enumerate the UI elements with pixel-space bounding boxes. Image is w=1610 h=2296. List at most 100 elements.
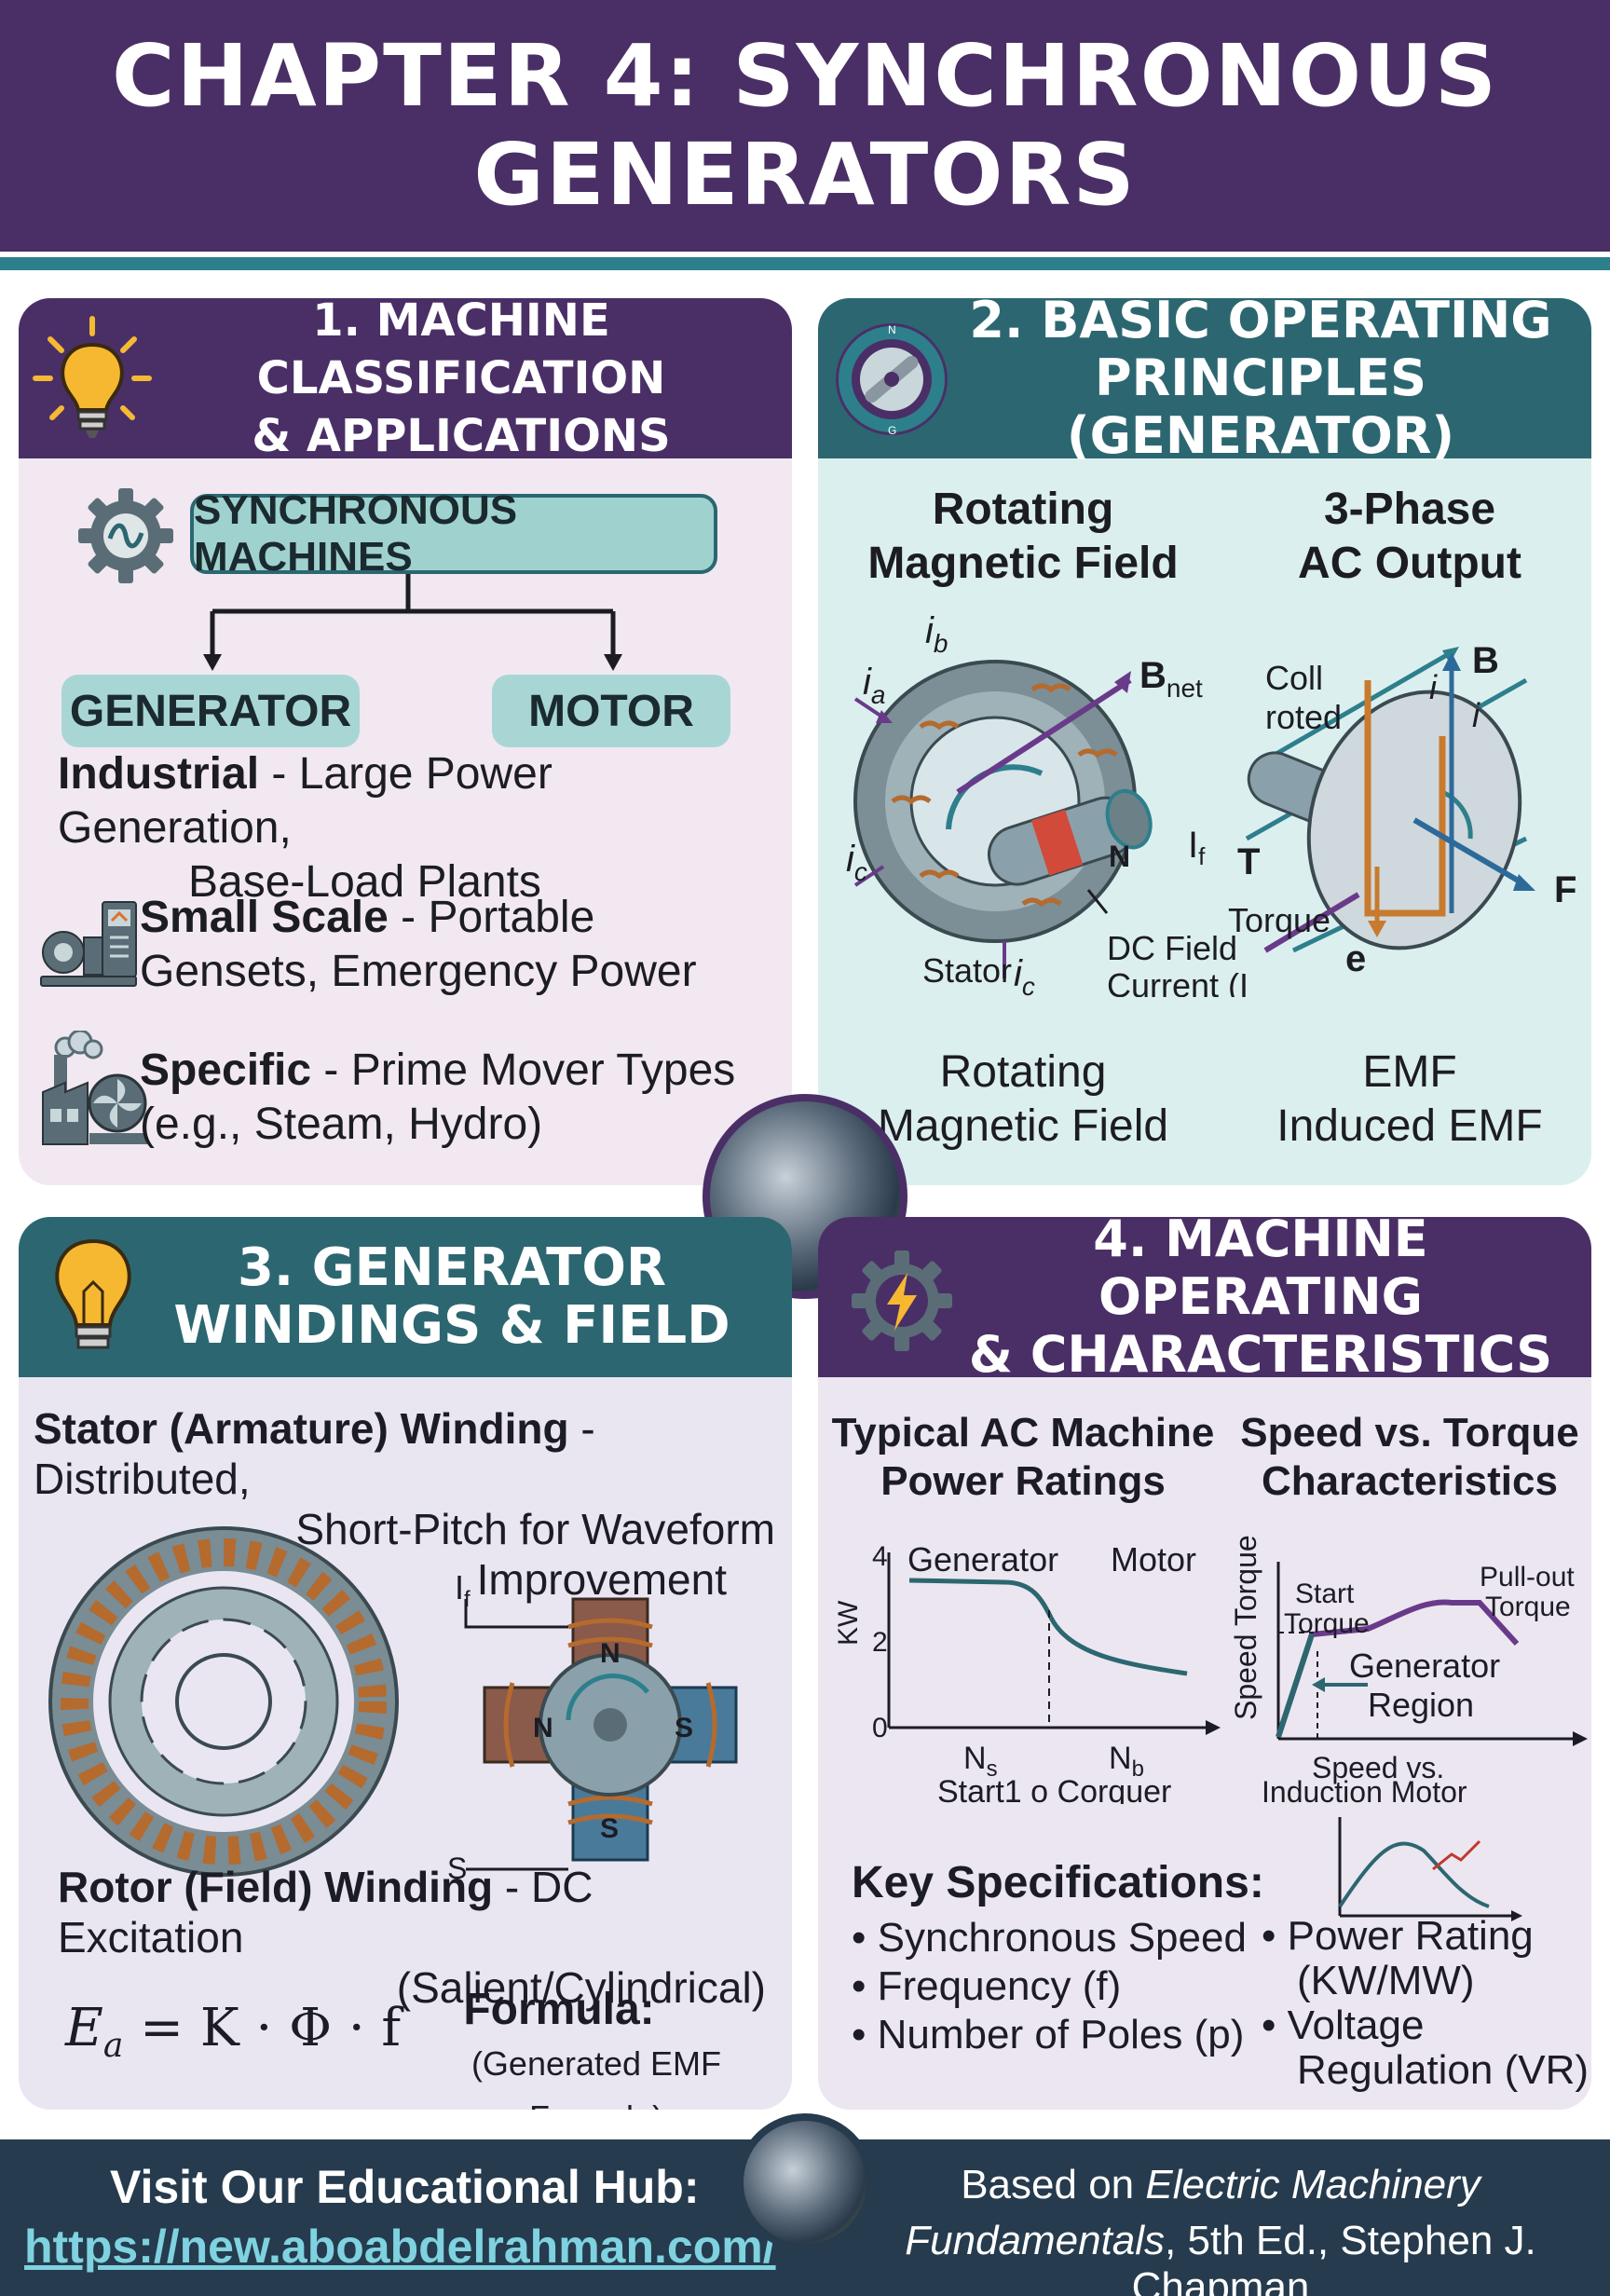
spec-item: • Power Rating: [1262, 1913, 1534, 1959]
visit-hub-label: Visit Our Educational Hub:: [110, 2161, 700, 2213]
motor-box: MOTOR: [492, 675, 730, 747]
svg-text:S: S: [600, 1813, 619, 1844]
power-curve: [908, 1578, 1188, 1676]
svg-text:i: i: [1472, 696, 1480, 734]
svg-text:Region: Region: [1368, 1686, 1474, 1724]
gear-lightning-icon: [852, 1250, 952, 1351]
generator-set-icon: [40, 901, 137, 987]
specific-item: Specific - Prime Mover Types (e.g., Stea…: [140, 1046, 736, 1149]
section-4-header: 4. MACHINE OPERATING & CHARACTERISTICS: [818, 1217, 1591, 1384]
specs-left-list: • Synchronous Speed • Frequency (f) • Nu…: [852, 1914, 1247, 2059]
section-1-header: 1. MACHINE CLASSIFICATION & APPLICATIONS: [19, 298, 792, 462]
rotating-magnetic-field-diagram: ib ia ic ic Bnet N If Stator DC Field Cu…: [846, 610, 1247, 997]
svg-text:e: e: [1345, 938, 1366, 979]
formula-note: (Generated EMF Formula): [471, 2044, 722, 2110]
section-4-title-line-2: & CHARACTERISTICS: [968, 1325, 1553, 1384]
section-3-title-line-2: WINDINGS & FIELD: [173, 1295, 730, 1356]
svg-text:Torque: Torque: [1228, 901, 1330, 939]
header-divider: [0, 257, 1610, 270]
section-2-title-line-1: 2. BASIC OPERATING: [969, 298, 1552, 349]
svg-text:ia: ia: [863, 662, 885, 709]
section-2-title-line-2: PRINCIPLES (GENERATOR): [1066, 348, 1455, 465]
rotor-winding-text: Rotor (Field) Winding - DC Excitation (S…: [58, 1863, 766, 2012]
svg-text:If: If: [455, 1571, 471, 1612]
svg-text:Pull-out: Pull-out: [1480, 1562, 1575, 1592]
speed-torque-chart: Speed Torque Start Torque Pull-out Torqu…: [1229, 1535, 1588, 1804]
industrial-item: Industrial - Large Power Generation, Bas…: [58, 749, 553, 907]
classification-tree-arrows: [203, 574, 622, 671]
svg-text:Induction Motor: Induction Motor: [1262, 1775, 1467, 1804]
y-tick-2: 2: [872, 1627, 888, 1658]
y-tick-4: 4: [872, 1541, 888, 1572]
svg-text:Stator: Stator: [922, 951, 1012, 990]
induced-emf-diagram: Coll roted B i i T F Torque e: [1228, 640, 1576, 979]
svg-text:Coll: Coll: [1265, 659, 1323, 697]
induction-motor-mini-chart: [1338, 1817, 1522, 1921]
svg-text:N: N: [533, 1713, 553, 1743]
compass-rotor-icon: NG: [836, 323, 948, 437]
spec-item: • Synchronous Speed: [852, 1915, 1247, 1961]
section-operating-characteristics: 4. MACHINE OPERATING & CHARACTERISTICS T…: [818, 1217, 1591, 2110]
y-tick-0: 0: [872, 1713, 888, 1743]
x-axis-caption: Start1 o Corquer: [937, 1774, 1171, 1804]
svg-text:ib: ib: [925, 610, 948, 658]
y-axis-label: KW: [833, 1600, 864, 1646]
svg-text:ic: ic: [1014, 953, 1035, 997]
source-credit-line-1: Based on Electric Machinery: [961, 2162, 1480, 2207]
svg-text:Torque: Torque: [1485, 1592, 1571, 1622]
svg-text:Bnet: Bnet: [1139, 655, 1203, 703]
svg-text:G: G: [888, 424, 896, 437]
formula-label: Formula:: [463, 1985, 655, 2034]
educational-hub-link[interactable]: https://new.aboabdelrahman.com/: [24, 2221, 776, 2273]
section-machine-classification: 1. MACHINE CLASSIFICATION & APPLICATIONS…: [19, 298, 792, 1185]
spec-item: • Voltage: [1262, 2002, 1425, 2048]
svg-text:N: N: [888, 323, 896, 336]
svg-text:i: i: [1429, 668, 1438, 706]
svg-text:T: T: [1237, 841, 1260, 882]
key-specs-title: Key Specifications:: [852, 1858, 1264, 1907]
salient-pole-rotor-diagram: If N N S S S: [447, 1571, 738, 1885]
svg-text:DC Field: DC Field: [1107, 929, 1237, 967]
svg-text:roted: roted: [1265, 698, 1342, 736]
small-scale-item: Small Scale - Portable Gensets, Emergenc…: [140, 893, 697, 996]
source-credit-line-2: Fundamentals, 5th Ed., Stephen J. Chapma…: [905, 2218, 1536, 2296]
specs-right-list: • Power Rating (KW/MW) • Voltage Regulat…: [1262, 1913, 1590, 2093]
y-axis-label: Speed Torque: [1229, 1535, 1262, 1720]
svg-text:Torque: Torque: [1284, 1608, 1370, 1639]
synchronous-machines-box: SYNCHRONOUS MACHINES: [190, 487, 717, 580]
section-1-title-line-2: & APPLICATIONS: [252, 410, 671, 462]
nb-label: Nb: [1109, 1741, 1144, 1782]
power-ratings-chart: 4 2 0 KW Generator Motor Ns Nb Start1 o …: [833, 1540, 1221, 1804]
svg-text:S: S: [675, 1713, 693, 1743]
gear-icon: [78, 488, 173, 583]
emf-formula: Ea = K · Φ · f: [65, 1998, 402, 2066]
generator-label: Generator: [907, 1540, 1058, 1578]
torque-curve: [1276, 1599, 1520, 1738]
page-header: CHAPTER 4: SYNCHRONOUS GENERATORS: [0, 0, 1610, 252]
stator-cross-section-diagram: [48, 1526, 399, 1877]
svg-text:N: N: [1109, 840, 1130, 873]
page-title-line-1: CHAPTER 4: SYNCHRONOUS: [111, 26, 1499, 126]
svg-text:N: N: [600, 1638, 621, 1669]
svg-text:Current (If): Current (If): [1107, 966, 1247, 997]
svg-text:Speed vs.: Speed vs.: [1312, 1751, 1444, 1784]
motor-label: Motor: [1111, 1540, 1196, 1578]
section-generator-windings: 3. GENERATOR WINDINGS & FIELD Stator (Ar…: [19, 1217, 792, 2110]
svg-text:F: F: [1554, 869, 1576, 910]
svg-text:B: B: [1472, 640, 1499, 681]
lightbulb-icon: [33, 316, 152, 438]
svg-text:S: S: [447, 1852, 467, 1885]
spec-item: • Frequency (f): [852, 1963, 1122, 2009]
footer-generator-photo: [736, 2113, 874, 2251]
page-title-line-2: GENERATORS: [473, 125, 1137, 225]
page-footer: Visit Our Educational Hub: https://new.a…: [0, 2139, 1610, 2296]
section-4-title-line-1: 4. MACHINE OPERATING: [1093, 1217, 1428, 1326]
svg-text:ic: ic: [846, 839, 867, 886]
